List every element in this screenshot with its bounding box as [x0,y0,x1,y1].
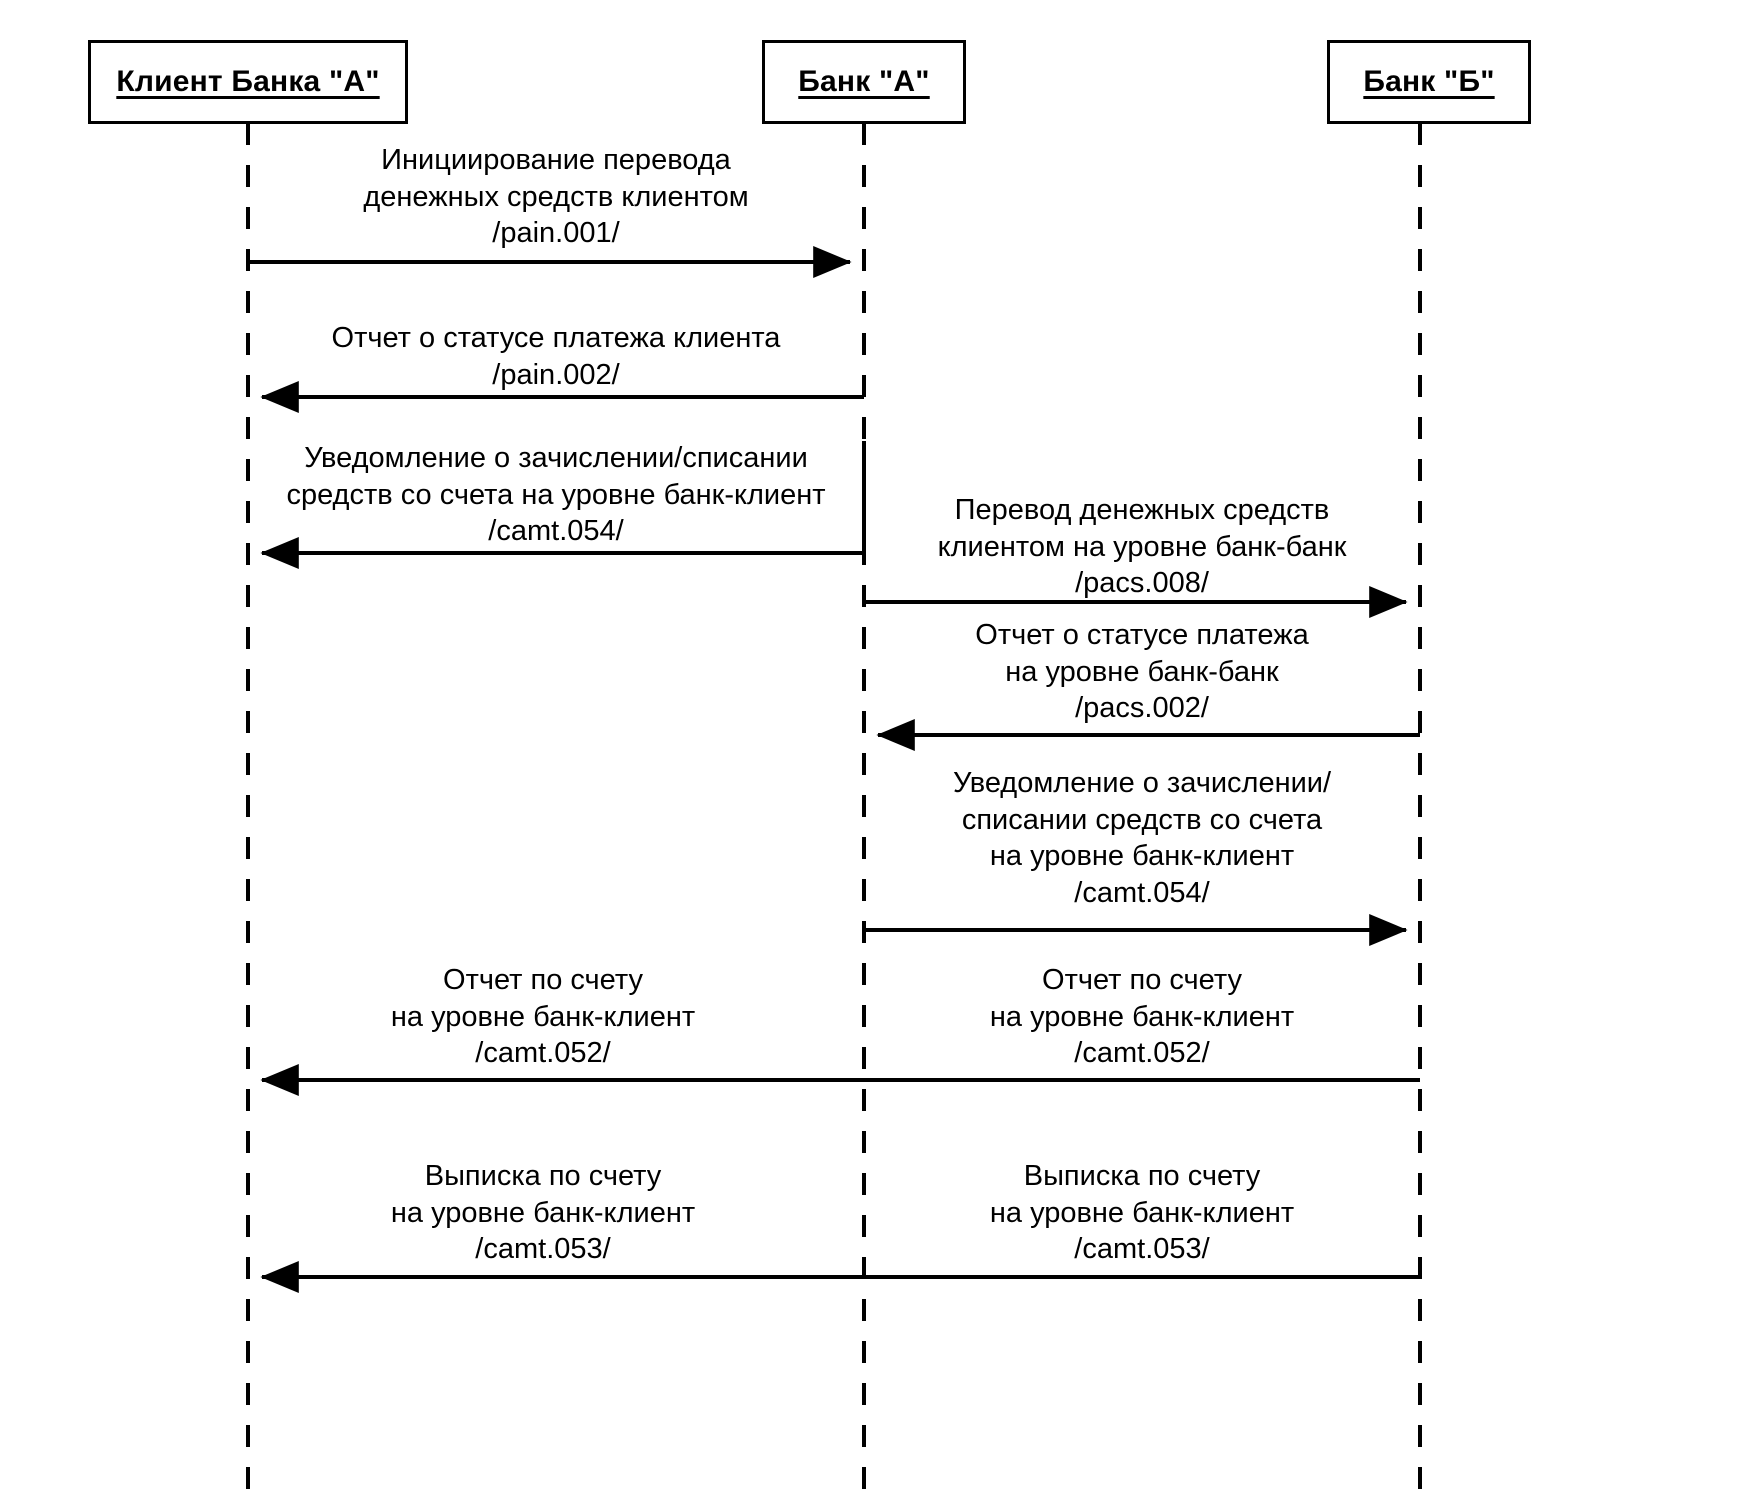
message-code: /camt.052/ [1074,1037,1210,1070]
message-label-camt-054-right: Уведомление о зачислении/ списании средс… [953,765,1331,911]
message-label-camt-053-right: Выписка по счету на уровне банк-клиент /… [990,1158,1294,1268]
message-line: Выписка по счету [1023,1160,1261,1192]
message-line: на уровне банк-клиент [989,840,1295,873]
actor-label-bank-a: Банк "А" [798,65,930,98]
message-label-pacs-002: Отчет о статусе платежа на уровне банк-б… [975,617,1308,727]
message-line: Выписка по счету [424,1160,662,1192]
message-label-camt-054-left: Уведомление о зачислении/списании средст… [286,440,825,550]
message-label-camt-052-left: Отчет по счету на уровне банк-клиент /ca… [391,962,695,1072]
message-line: Уведомление о зачислении/ [952,767,1332,799]
message-line: Отчет по счету [1042,964,1242,996]
actor-label-client-a: Клиент Банка "А" [116,65,380,98]
message-label-pain-002: Отчет о статусе платежа клиента /pain.00… [332,320,781,393]
actor-box-bank-b[interactable]: Банк "Б" [1327,40,1531,124]
message-line: Уведомление о зачислении/списании [304,442,808,474]
message-line: на уровне банк-клиент [989,1196,1295,1229]
message-line: Отчет по счету [443,964,643,996]
actor-label-bank-b: Банк "Б" [1363,65,1495,98]
message-line: Отчет о статусе платежа [975,619,1309,651]
message-line: списании средств со счета [961,803,1323,836]
message-line: на уровне банк-банк [1005,655,1279,688]
message-code: /camt.053/ [1074,1233,1210,1266]
message-code: /pain.002/ [492,358,620,391]
message-code: /pain.001/ [492,217,620,250]
message-code: /camt.052/ [475,1037,611,1070]
message-code: /camt.053/ [475,1233,611,1266]
message-label-camt-052-right: Отчет по счету на уровне банк-клиент /ca… [990,962,1294,1072]
message-code: /pacs.002/ [1075,692,1209,725]
message-label-pacs-008: Перевод денежных средств клиентом на уро… [938,492,1347,602]
message-line: на уровне банк-клиент [390,1196,696,1229]
lifelines [246,123,1422,1494]
message-label-pain-001: Инициирование перевода денежных средств … [363,142,748,252]
actor-box-client-a[interactable]: Клиент Банка "А" [88,40,408,124]
message-line: Перевод денежных средств [954,494,1330,526]
message-label-camt-053-left: Выписка по счету на уровне банк-клиент /… [391,1158,695,1268]
message-line: клиентом на уровне банк-банк [937,530,1347,563]
actor-box-bank-a[interactable]: Банк "А" [762,40,966,124]
message-code: /pacs.008/ [1075,567,1209,600]
message-line: на уровне банк-клиент [390,1000,696,1033]
message-line: Инициирование перевода [381,144,731,176]
message-line: денежных средств клиентом [363,180,749,213]
message-line: на уровне банк-клиент [989,1000,1295,1033]
message-arrow-camt-054-left [260,441,866,569]
message-code: /camt.054/ [488,515,624,548]
message-code: /camt.054/ [1074,876,1210,909]
message-line: средств со счета на уровне банк-клиент [286,478,826,511]
message-line: Отчет о статусе платежа клиента [331,322,781,354]
